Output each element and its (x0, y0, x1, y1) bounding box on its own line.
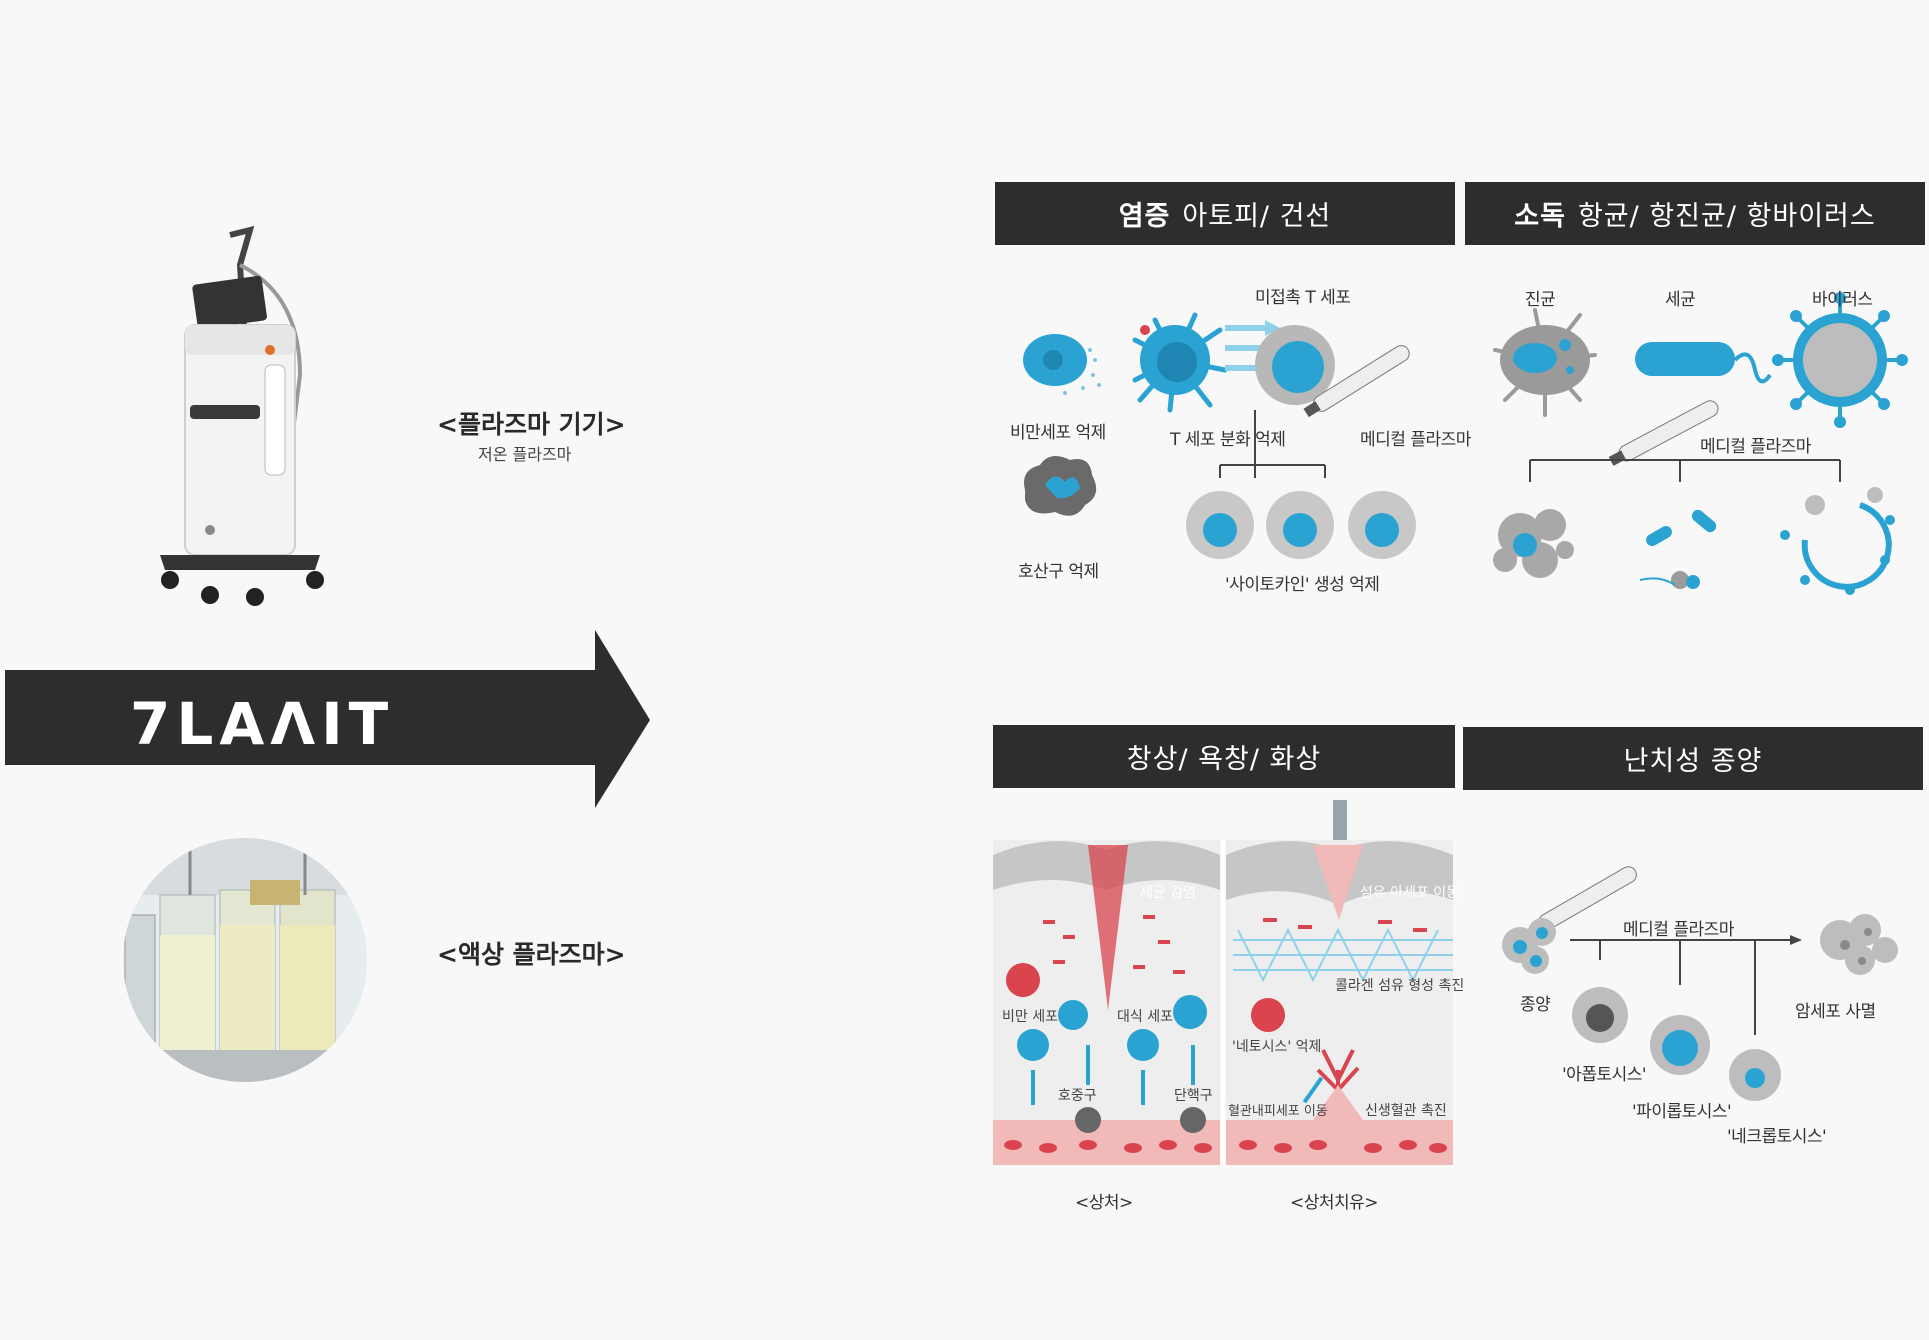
inflammation-title-bold: 염증 (1118, 201, 1171, 232)
fungus-label: 진균 (1525, 290, 1556, 310)
angio-label: 신생혈관 촉진 (1365, 1103, 1447, 1119)
inflammation-diagram (1023, 312, 1416, 559)
inflammation-banner: 염증 아토피/ 건선 (995, 182, 1455, 245)
tumor-banner: 난치성 종양 (1463, 727, 1923, 790)
flarit-logo: 7LAɅIT (130, 690, 395, 758)
t-diff-label: T 세포 분화 억제 (1170, 430, 1286, 450)
disinfection-title: 항균/ 항진균/ 항바이러스 (1577, 201, 1876, 232)
disinfection-plasma-label: 메디컬 플라즈마 (1700, 437, 1811, 457)
t-cell-label: 미접촉 T 세포 (1255, 288, 1351, 308)
pyroptosis-label: '파이롭토시스' (1632, 1102, 1732, 1122)
wound-diagram (993, 800, 1453, 1165)
monocyte-label: 단핵구 (1174, 1088, 1213, 1104)
device-label: <플라즈마 기기> (437, 410, 626, 439)
cancer-death-label: 암세포 사멸 (1795, 1002, 1876, 1022)
bacteria-death-label: 세균 감염 (1140, 885, 1196, 901)
neutrophil-label: 호중구 (1058, 1088, 1097, 1104)
disinfection-diagram (1493, 292, 1908, 595)
cytokine-label: '사이토카인' 생성 억제 (1225, 575, 1380, 595)
tumor-plasma-label: 메디컬 플라즈마 (1623, 920, 1734, 940)
inflammation-plasma-label: 메디컬 플라즈마 (1360, 430, 1471, 450)
liquid-plasma-label: <액상 플라즈마> (437, 940, 626, 969)
mast-cell-label: 비만세포 억제 (1010, 423, 1106, 443)
device-sublabel: 저온 플라즈마 (478, 445, 572, 464)
inflammation-title: 아토피/ 건선 (1182, 201, 1332, 232)
eosinophil-label: 호산구 억제 (1018, 562, 1099, 582)
disinfection-banner: 소독 항균/ 항진균/ 항바이러스 (1465, 182, 1925, 245)
macrophage-label: 대식 세포 (1117, 1009, 1173, 1025)
wound-caption: <상처> (1075, 1193, 1133, 1213)
collagen-label: 콜라겐 섬유 형성 촉진 (1335, 978, 1465, 994)
wound-mast-label: 비만 세포 (1002, 1009, 1058, 1025)
apoptosis-label: '아폽토시스' (1562, 1065, 1647, 1085)
wound-banner: 창상/ 욕창/ 화상 (993, 725, 1455, 788)
endothelial-label: 혈관내피세포 이동 (1228, 1104, 1328, 1119)
disinfection-title-bold: 소독 (1514, 201, 1566, 232)
flarit-arrow-banner (5, 630, 650, 808)
healing-caption: <상처치유> (1290, 1193, 1379, 1213)
plasma-device-image (160, 225, 324, 606)
tumor-label: 종양 (1520, 995, 1551, 1015)
tumor-title: 난치성 종양 (1623, 746, 1763, 777)
tumor-diagram (1502, 866, 1898, 1101)
fibroblast-label: 섬유 아세포 이동 (1360, 885, 1460, 901)
liquid-plasma-image (123, 838, 367, 1082)
bacteria-label: 세균 (1665, 290, 1696, 310)
necrosis-label: '네토시스' 억제 (1232, 1039, 1322, 1055)
virus-label: 바이러스 (1812, 290, 1873, 310)
wound-title: 창상/ 욕창/ 화상 (1126, 744, 1322, 775)
necroptosis-label: '네크롭토시스' (1727, 1127, 1827, 1147)
